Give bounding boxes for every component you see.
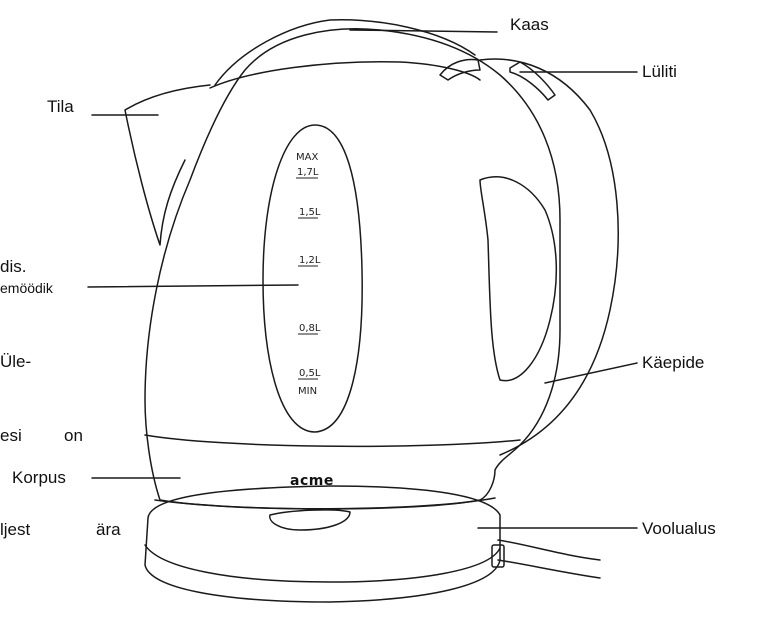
water-window [262,124,363,433]
body-band-top [144,434,521,448]
label-handle: Käepide [642,353,705,372]
body-band-bottom [154,497,496,510]
switch [509,61,556,101]
label-body: Korpus [12,468,66,487]
text-fragment: Üle- [0,352,32,371]
text-fragment: esi [0,426,22,445]
label-base: Voolualus [642,519,716,538]
text-fragment: ljest [0,520,31,539]
brand-logo: acme [290,473,334,489]
label-gauge-top: dis. [0,257,27,276]
leader-lid [349,29,498,33]
scale-0-5l: 0,5L [299,368,321,379]
power-base [144,485,501,603]
lid-button [439,58,481,81]
scale-min: MIN [298,386,317,397]
label-switch: Lüliti [642,62,677,81]
body-grip [269,509,351,531]
kettle-body [144,28,561,510]
cord-plug [491,544,505,568]
lid-front [209,61,481,89]
label-gauge-bottom: emöödik [0,280,53,296]
water-level-scale: MAX 1,7L 1,5L 1,2L 0,8L 0,5L MIN [296,152,321,397]
power-base-rim [144,544,501,583]
text-fragment: ära [96,520,121,539]
text-fragment: on [64,426,83,445]
leader-handle [544,362,638,384]
scale-1-7l: 1,7L [297,167,319,178]
leader-gauge [87,284,299,288]
scale-max: MAX [296,152,318,163]
scale-0-8l: 0,8L [299,323,321,334]
label-lid: Kaas [510,15,549,34]
power-cord [497,539,601,579]
label-spout: Tila [47,97,74,116]
scale-1-2l: 1,2L [299,255,321,266]
lid [214,19,476,86]
spout [124,84,211,246]
handle-inner [479,176,558,382]
scale-1-5l: 1,5L [299,207,321,218]
